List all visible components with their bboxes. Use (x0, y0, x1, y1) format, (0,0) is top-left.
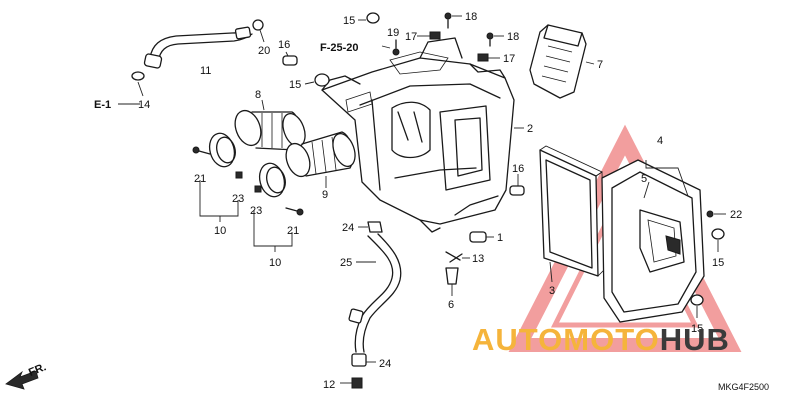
air-cleaner-cover-4 (601, 159, 705, 323)
callout-13: 13 (472, 253, 484, 265)
grommet-1 (469, 231, 494, 243)
bolt-18-top (444, 12, 462, 29)
plug-12 (340, 377, 363, 389)
screw-21-left (192, 146, 211, 155)
callout-21-right: 21 (287, 225, 299, 237)
nut-23-right (254, 185, 262, 193)
callout-23-left: 23 (232, 193, 244, 205)
callout-15-top: 15 (343, 15, 355, 27)
callout-4: 4 (657, 135, 663, 147)
callout-10-left: 10 (214, 225, 226, 237)
nut-23-left (235, 171, 243, 179)
diagram-code: MKG4F2500 (718, 382, 769, 392)
callout-20: 20 (258, 45, 270, 57)
callout-6: 6 (448, 299, 454, 311)
band-left (208, 132, 236, 168)
watermark-part1: AUTOMOTO (472, 322, 660, 357)
callout-18-top: 18 (465, 11, 477, 23)
grommet-16-right (509, 174, 525, 196)
screw-24-top (358, 221, 383, 233)
callout-12: 12 (323, 379, 335, 391)
callout-23-right: 23 (250, 205, 262, 217)
callout-15-right: 15 (712, 257, 724, 269)
grommet-15-top (358, 12, 380, 24)
drain-tube-25 (348, 233, 402, 353)
callout-19: 19 (387, 27, 399, 39)
band-right (258, 162, 286, 198)
front-arrow-icon (5, 370, 39, 390)
callout-21-left: 21 (194, 173, 206, 185)
callout-11: 11 (200, 65, 211, 77)
funnel-9 (285, 131, 356, 188)
air-filter-element-3 (539, 145, 605, 283)
callout-2: 2 (527, 123, 533, 135)
air-cleaner-housing-2 (321, 37, 524, 233)
callout-3: 3 (549, 285, 555, 297)
clip-13 (445, 251, 470, 263)
callout-17-right: 17 (503, 53, 515, 65)
callout-24-bottom: 24 (379, 358, 391, 370)
drain-plug-6 (445, 267, 459, 296)
callout-15-bottom: 15 (691, 323, 703, 335)
screw-21-right (285, 207, 304, 216)
callout-9: 9 (322, 189, 328, 201)
clip-14 (118, 71, 145, 105)
callout-10-right: 10 (269, 257, 281, 269)
callout-24-top: 24 (342, 222, 354, 234)
watermark-text: AUTOMOTOHUB (472, 322, 730, 357)
watermark-part2: HUB (660, 322, 730, 357)
reference-f-25-20: F-25-20 (320, 42, 359, 54)
grommet-15-right (711, 228, 725, 252)
reference-e-1: E-1 (94, 99, 111, 111)
clip-17-right (477, 53, 500, 62)
callout-25: 25 (340, 257, 352, 269)
front-label: FR. (27, 361, 48, 379)
grommet-16-left (282, 51, 298, 66)
callout-7: 7 (597, 59, 603, 71)
bolt-22 (706, 210, 726, 218)
bracket-leaders-10 (199, 180, 293, 252)
callout-16-right: 16 (512, 163, 524, 175)
callout-17-top: 17 (405, 31, 417, 43)
ref-f-25-20-leader (381, 45, 391, 49)
callout-15-mid: 15 (289, 79, 301, 91)
funnel-8 (234, 99, 306, 151)
callout-8: 8 (255, 89, 261, 101)
callout-22: 22 (730, 209, 742, 221)
plug-24-bottom (351, 353, 376, 367)
callout-18-right: 18 (507, 31, 519, 43)
grommet-15-bottom (690, 294, 704, 318)
intake-duct-7 (529, 24, 595, 99)
bolt-18-right (486, 32, 504, 47)
clip-20 (252, 19, 265, 43)
callout-14: 14 (138, 99, 150, 111)
grommet-15-mid (304, 73, 330, 87)
callout-16-left: 16 (278, 39, 290, 51)
bolt-19 (392, 39, 400, 56)
breather-hose-11 (143, 26, 253, 69)
callout-5: 5 (641, 173, 647, 185)
callout-1: 1 (497, 232, 503, 244)
clip-17-top (417, 31, 441, 40)
